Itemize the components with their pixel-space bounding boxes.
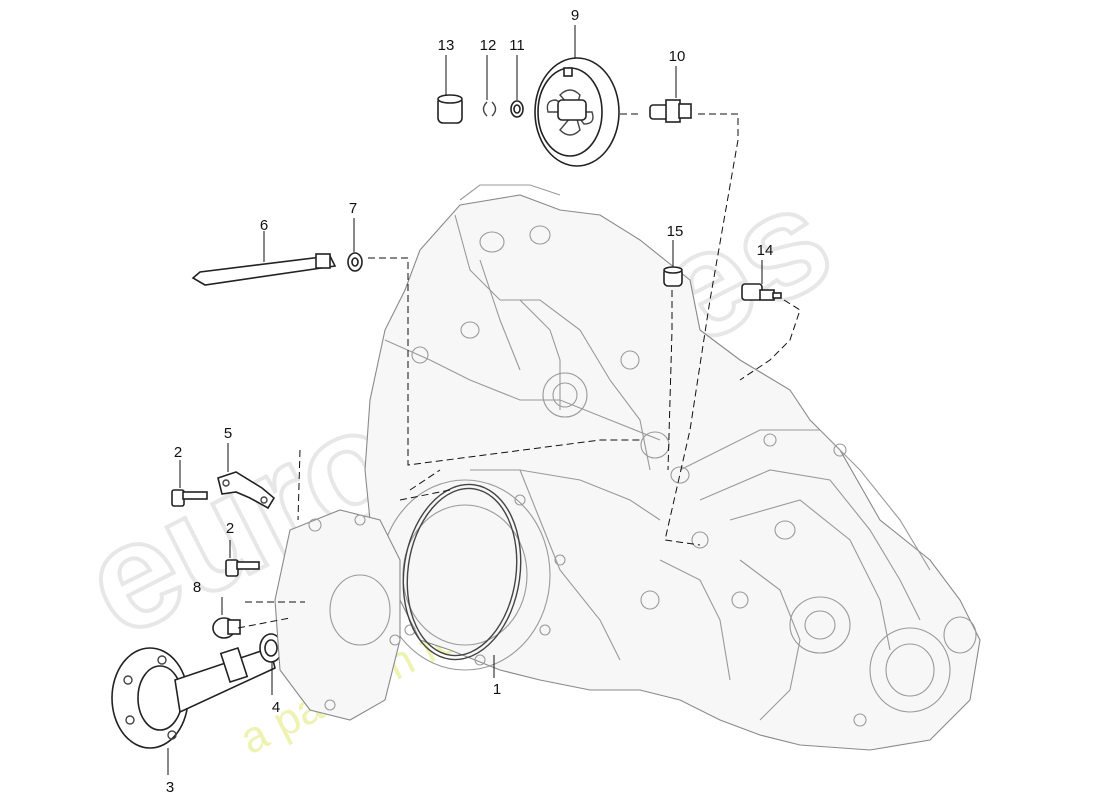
callout-part-1: 1 (493, 681, 501, 698)
part-6-shaft (191, 253, 337, 286)
callout-part-2-upper: 2 (174, 444, 182, 461)
callout-part-7: 7 (349, 200, 357, 217)
part-12-circlip (482, 101, 497, 117)
callout-part-15: 15 (667, 223, 684, 240)
callout-part-14: 14 (757, 242, 774, 259)
part-4-seal-ring (259, 633, 283, 663)
callout-part-3: 3 (166, 779, 174, 796)
callout-part-2-lower: 2 (226, 520, 234, 537)
part-8-plug (212, 617, 241, 639)
callout-part-9: 9 (571, 7, 579, 24)
part-7-seal (347, 252, 363, 272)
callout-part-10: 10 (669, 48, 686, 65)
cover-plate (274, 509, 401, 721)
callout-part-13: 13 (438, 37, 455, 54)
callout-part-11: 11 (509, 37, 525, 54)
part-2-bolt-upper (171, 489, 208, 507)
part-14-sensor (741, 283, 782, 301)
part-2-bolt-lower (225, 559, 260, 577)
part-9-pulley (534, 57, 620, 167)
leader-lines (167, 25, 763, 775)
part-5-bracket (217, 471, 276, 510)
callout-labels: 1 2 2 3 4 5 6 7 8 9 10 11 12 13 14 15 (166, 7, 774, 796)
part-10-switch (649, 99, 692, 123)
part-15-plug (663, 266, 683, 287)
callout-part-12: 12 (480, 37, 497, 54)
callout-part-8: 8 (193, 579, 201, 596)
part-3-flange-shaft (111, 646, 276, 749)
callout-part-5: 5 (224, 425, 232, 442)
transmission-housing (364, 184, 981, 751)
assembly-lines (237, 113, 801, 629)
callout-part-4: 4 (272, 699, 280, 716)
part-1-o-ring (402, 483, 522, 661)
part-13-cap (437, 94, 463, 124)
part-11-washer (510, 100, 524, 118)
callout-part-6: 6 (260, 217, 268, 234)
